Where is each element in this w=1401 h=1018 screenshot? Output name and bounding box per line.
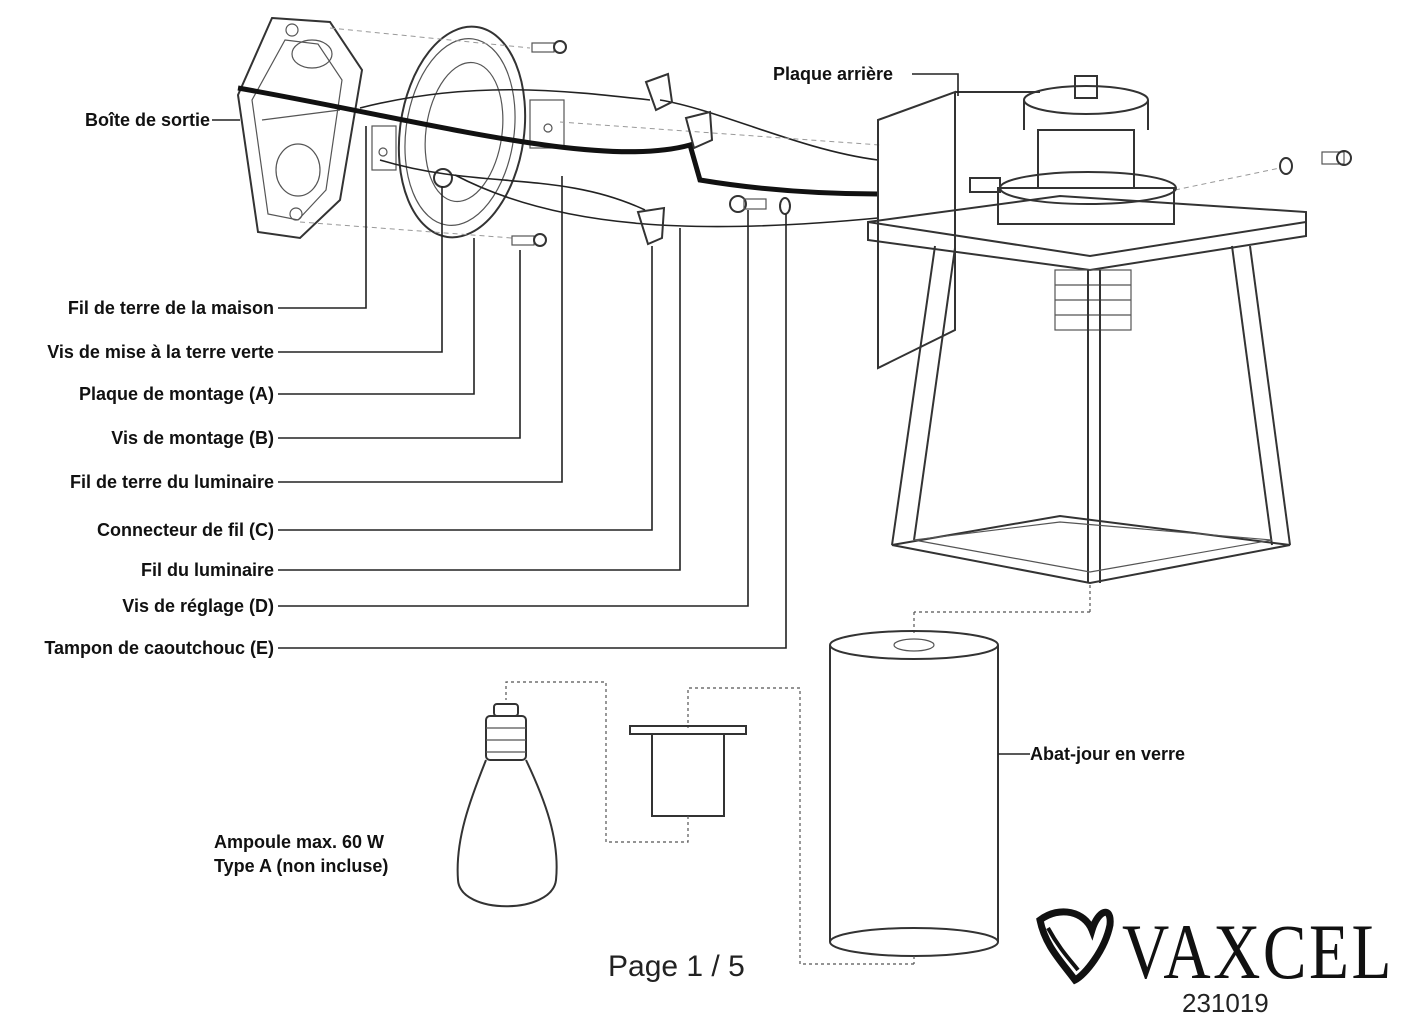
vaxcel-swoosh-logo-icon bbox=[1036, 908, 1114, 985]
mounting-screw-bottom-icon bbox=[299, 221, 547, 247]
socket-sleeve-drawing bbox=[505, 681, 747, 843]
page-number: Page 1 / 5 bbox=[608, 950, 745, 983]
outlet-box-drawing bbox=[236, 16, 364, 240]
side-screw-icon bbox=[1174, 150, 1352, 191]
label-set-screw: Vis de réglage (D) bbox=[122, 596, 274, 616]
document-code: 231019 bbox=[1182, 988, 1269, 1018]
bulb-drawing bbox=[456, 703, 558, 908]
brand-name: VAXCEL bbox=[1122, 908, 1394, 995]
label-fixture-ground-wire: Fil de terre du luminaire bbox=[70, 472, 274, 492]
set-screw-icon bbox=[729, 195, 791, 215]
label-back-plate: Plaque arrière bbox=[773, 64, 893, 84]
fixture-drawing bbox=[867, 75, 1307, 636]
label-mounting-screw: Vis de montage (B) bbox=[111, 428, 274, 448]
wire-connector-icon bbox=[636, 72, 714, 246]
label-bulb-line1: Ampoule max. 60 W bbox=[214, 832, 384, 852]
glass-shade-drawing bbox=[687, 630, 999, 965]
label-fixture-wire: Fil du luminaire bbox=[141, 560, 274, 580]
label-mounting-plate: Plaque de montage (A) bbox=[79, 384, 274, 404]
label-outlet-box: Boîte de sortie bbox=[85, 110, 210, 130]
leader-lines bbox=[212, 73, 1030, 755]
label-wire-connector: Connecteur de fil (C) bbox=[97, 520, 274, 540]
label-house-ground-wire: Fil de terre de la maison bbox=[68, 298, 274, 318]
label-rubber-pad: Tampon de caoutchouc (E) bbox=[44, 638, 274, 658]
label-green-ground-screw: Vis de mise à la terre verte bbox=[47, 342, 274, 362]
label-glass-shade: Abat-jour en verre bbox=[1030, 744, 1185, 764]
mounting-screw-top-icon bbox=[329, 27, 567, 54]
wires-drawing bbox=[237, 85, 881, 228]
label-bulb-line2: Type A (non incluse) bbox=[214, 856, 388, 876]
